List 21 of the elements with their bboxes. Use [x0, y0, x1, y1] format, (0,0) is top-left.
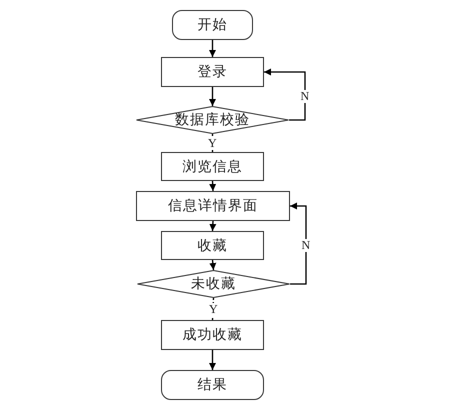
terminal-box: 结果 — [161, 370, 264, 400]
decision-diamond: 数据库校验 — [136, 106, 289, 134]
process-box: 成功收藏 — [161, 320, 264, 350]
arrow — [290, 202, 307, 285]
terminal-box: 开始 — [172, 10, 253, 40]
process-box: 收藏 — [161, 231, 264, 260]
arrow — [209, 350, 216, 370]
arrow — [209, 180, 216, 192]
edge-label: N — [300, 90, 310, 102]
arrow — [209, 40, 216, 57]
arrow — [209, 87, 216, 106]
arrow — [209, 260, 216, 270]
process-box: 登录 — [161, 57, 264, 87]
process-box: 浏览信息 — [161, 152, 264, 181]
arrow — [209, 220, 216, 232]
edge-label: N — [300, 238, 312, 252]
edge-label: Y — [207, 136, 218, 150]
arrow — [264, 68, 306, 121]
process-box: 信息详情界面 — [136, 191, 290, 221]
decision-diamond: 未收藏 — [137, 270, 290, 298]
edge-label: Y — [208, 302, 219, 316]
